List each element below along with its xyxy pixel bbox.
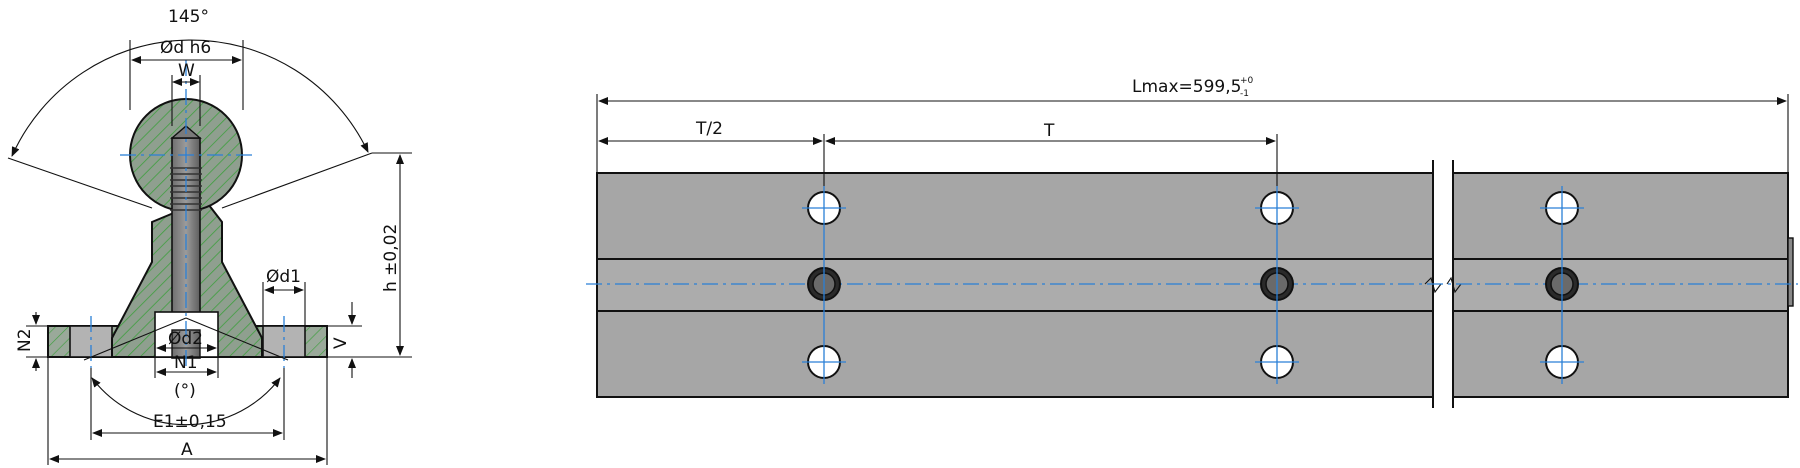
v-label: V: [331, 337, 351, 349]
t-half-label: T/2: [695, 119, 723, 139]
t-label: T: [1043, 121, 1055, 141]
n2-label: N2: [15, 328, 35, 352]
hole-column-3: [1540, 186, 1584, 384]
cross-section-view: 145° Ød h6 W h ±0,02 Ød1 Ød2 N1 N2: [7, 7, 412, 465]
lmax-tolerance-upper: +0: [1240, 76, 1254, 86]
width-w-label: W: [178, 61, 195, 81]
lmax-label: Lmax=599,5: [1132, 77, 1241, 97]
a-label: A: [181, 440, 193, 460]
hole-column-2: [1255, 186, 1299, 384]
top-view: Lmax=599,5 +0 -1 T/2 T: [586, 76, 1798, 408]
hole-d1-label: Ød1: [266, 267, 301, 287]
height-h-label: h ±0,02: [381, 224, 401, 292]
e1-label: E1±0,15: [153, 412, 227, 432]
lmax-tolerance-lower: -1: [1240, 89, 1249, 99]
angle-label: 145°: [168, 7, 209, 27]
angle-degree-label: (°): [174, 381, 196, 401]
recess-d2-label: Ød2: [168, 329, 203, 349]
n1-label: N1: [174, 353, 198, 373]
shaft-diameter-label: Ød h6: [160, 38, 211, 58]
rail-end-stub: [1787, 237, 1794, 307]
hole-column-1: [802, 186, 846, 384]
